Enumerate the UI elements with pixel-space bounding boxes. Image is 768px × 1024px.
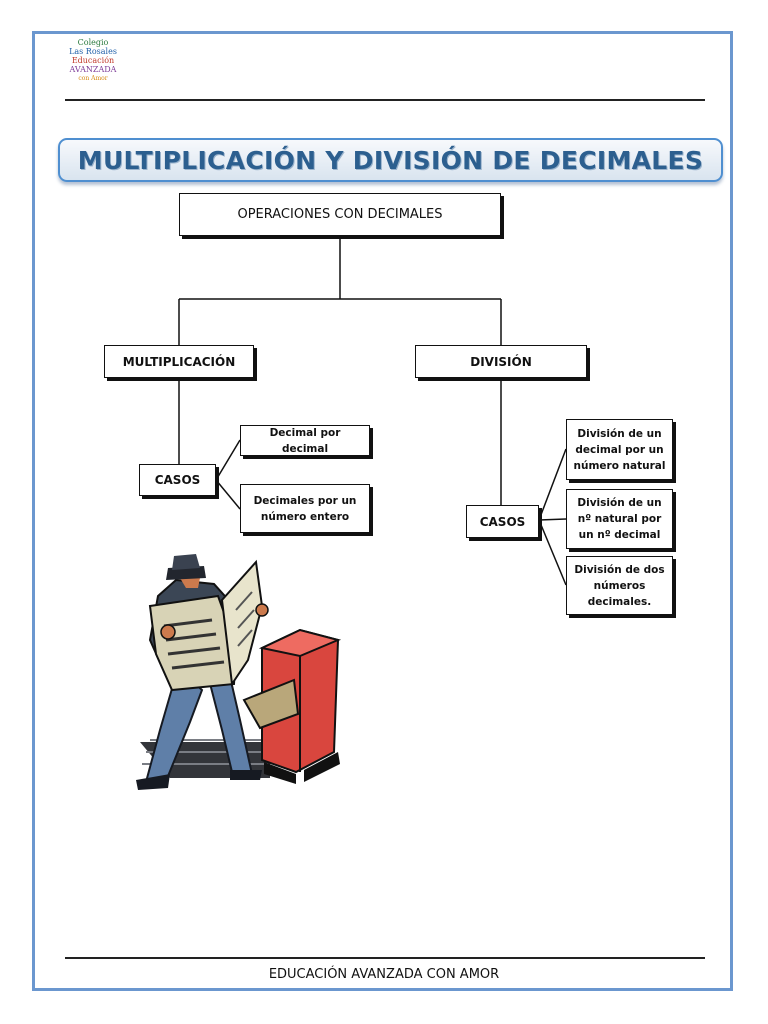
title-banner: MULTIPLICACIÓN Y DIVISIÓN DE DECIMALES bbox=[58, 138, 723, 182]
connector-div-case-2 bbox=[538, 518, 567, 521]
man-reading-newspaper-illustration bbox=[136, 554, 342, 790]
logo-line-1: Colegio bbox=[77, 38, 109, 47]
node-multiplication: MULTIPLICACIÓN bbox=[104, 345, 254, 378]
footer-text: EDUCACIÓN AVANZADA CON AMOR bbox=[268, 967, 500, 982]
page-border bbox=[32, 31, 733, 991]
connector-div-case-3 bbox=[538, 519, 567, 586]
header-rule bbox=[65, 99, 705, 101]
node-div-case-1: División de un decimal por un número nat… bbox=[566, 419, 673, 480]
node-div-case-2: División de un nº natural por un nº deci… bbox=[566, 489, 673, 549]
node-mult-case-1: Decimal por decimal bbox=[240, 425, 370, 456]
node-div-casos: CASOS bbox=[466, 505, 539, 538]
logo-line-3: Educación bbox=[71, 56, 115, 65]
school-logo: Colegio Las Rosales Educación AVANZADA c… bbox=[62, 38, 124, 92]
logo-line-5: con Amor bbox=[78, 75, 108, 82]
node-div-case-3: División de dos números decimales. bbox=[566, 556, 673, 615]
footer-rule bbox=[65, 957, 705, 959]
node-division: DIVISIÓN bbox=[415, 345, 587, 378]
node-mult-case-2: Decimales por un número entero bbox=[240, 484, 370, 533]
connector-mult-case-1 bbox=[215, 439, 241, 481]
connector-div-case-1 bbox=[538, 448, 567, 521]
node-mult-casos: CASOS bbox=[139, 464, 216, 496]
node-root: OPERACIONES CON DECIMALES bbox=[179, 193, 501, 236]
connector-mult-case-2 bbox=[215, 479, 241, 510]
page-title: MULTIPLICACIÓN Y DIVISIÓN DE DECIMALES bbox=[77, 145, 704, 175]
logo-line-2: Las Rosales bbox=[69, 47, 117, 56]
logo-line-4: AVANZADA bbox=[69, 65, 117, 74]
